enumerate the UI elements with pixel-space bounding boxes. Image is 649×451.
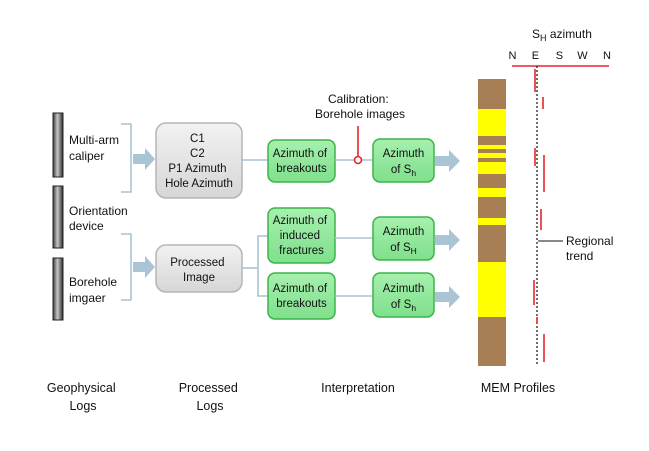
azimuth-of-breakouts-bottom-box bbox=[267, 272, 336, 320]
azimuth-SH-mid-box bbox=[372, 216, 435, 261]
top-bracket bbox=[121, 123, 132, 193]
borehole-imager-log bbox=[52, 257, 64, 321]
arrow-SH-mid-to-mem bbox=[435, 229, 460, 251]
azimuth-SH-mid-line2: of SH bbox=[390, 242, 417, 256]
azimuth-sh-bottom-text: Azimuth bbox=[383, 283, 425, 295]
mem-profiles-label: MEM Profiles bbox=[481, 381, 555, 395]
arrow-to-caliper-outputs bbox=[133, 148, 155, 170]
multi-arm-caliper-log bbox=[52, 112, 64, 178]
bottom-bracket bbox=[121, 233, 132, 301]
calibration-label: Calibration: Borehole images bbox=[315, 92, 405, 121]
azimuth-sh-bottom-box bbox=[372, 272, 435, 318]
azimuth-sh-top-box bbox=[372, 138, 435, 183]
azimuth-of-induced-fractures-box bbox=[267, 207, 336, 264]
multi-arm-caliper-label: Multi-arm caliper bbox=[69, 133, 122, 163]
processed-logs-label: Processed Logs bbox=[179, 381, 242, 413]
sh-azimuth-measurements bbox=[533, 69, 545, 362]
borehole-imager-label: Borehole imgaer bbox=[69, 275, 120, 305]
azimuth-sh-top-line2: of Sh bbox=[391, 164, 416, 178]
orientation-device-log bbox=[52, 185, 64, 249]
azimuth-sh-top-text: Azimuth bbox=[383, 148, 425, 160]
geophysical-logs-label: Geophysical Logs bbox=[47, 381, 119, 413]
arrow-sh-top-to-mem bbox=[435, 150, 460, 172]
azimuth-of-breakouts-top-text: Azimuth of breakouts bbox=[273, 148, 331, 175]
azimuth-of-breakouts-top-box bbox=[267, 139, 336, 183]
arrow-sh-bottom-to-mem bbox=[435, 286, 460, 308]
azimuth-of-induced-fractures-text: Azimuth of induced fractures bbox=[273, 215, 331, 257]
interpretation-label: Interpretation bbox=[321, 381, 395, 395]
mem-column bbox=[478, 79, 506, 366]
orientation-device-label: Orientation device bbox=[69, 204, 131, 233]
sh-azimuth-title: SH azimuth bbox=[532, 27, 592, 43]
caliper-outputs-text: C1 C2 P1 Azimuth Hole Azimuth bbox=[165, 133, 233, 190]
azimuth-SH-mid-text: Azimuth bbox=[383, 226, 425, 238]
regional-trend-label: Regional trend bbox=[566, 234, 617, 263]
branch-bracket bbox=[257, 235, 268, 297]
azimuth-of-breakouts-bottom-text: Azimuth of breakouts bbox=[273, 283, 331, 310]
calibration-node bbox=[353, 155, 363, 165]
azimuth-sh-bottom-line2: of Sh bbox=[391, 299, 416, 313]
compass-labels: N E S W N bbox=[508, 50, 611, 62]
processed-image-text: Processed Image bbox=[170, 257, 228, 284]
arrow-to-processed-image bbox=[133, 256, 155, 278]
